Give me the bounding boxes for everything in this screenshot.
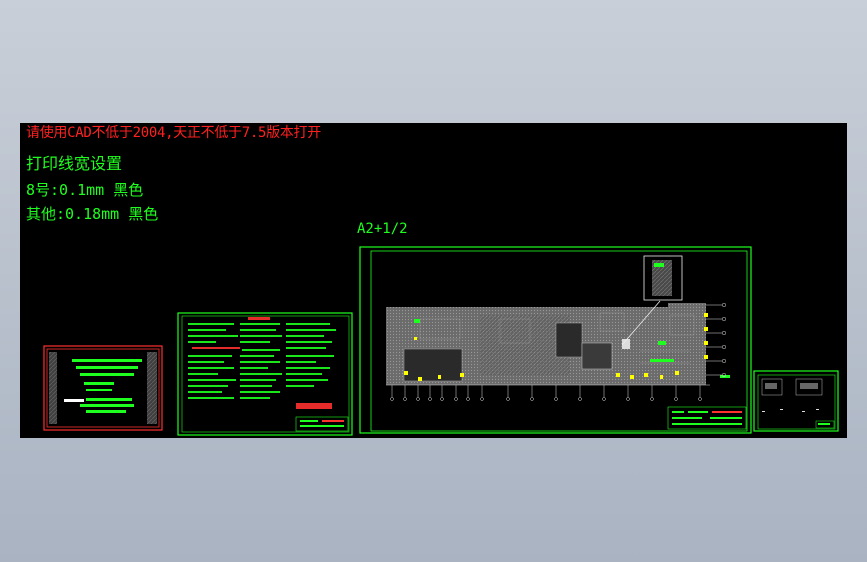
sheet-size-label: A2+1/2 — [357, 221, 408, 237]
floor-plan-sheet[interactable] — [359, 246, 752, 434]
cover-sheet[interactable] — [43, 345, 163, 431]
lineweight-8-note: 8号:0.1mm 黑色 — [26, 181, 144, 199]
design-notes-sheet[interactable] — [177, 312, 353, 436]
print-lineweight-title: 打印线宽设置 — [26, 154, 123, 173]
cad-version-note: 请使用CAD不低于2004,天正不低于7.5版本打开 — [26, 125, 321, 141]
lineweight-other-note: 其他:0.18mm 黑色 — [26, 205, 159, 223]
cad-drawing-canvas[interactable]: 请使用CAD不低于2004,天正不低于7.5版本打开 打印线宽设置 8号:0.1… — [20, 123, 847, 438]
drawing-sheets — [43, 246, 839, 436]
detail-sheet[interactable] — [753, 370, 839, 432]
